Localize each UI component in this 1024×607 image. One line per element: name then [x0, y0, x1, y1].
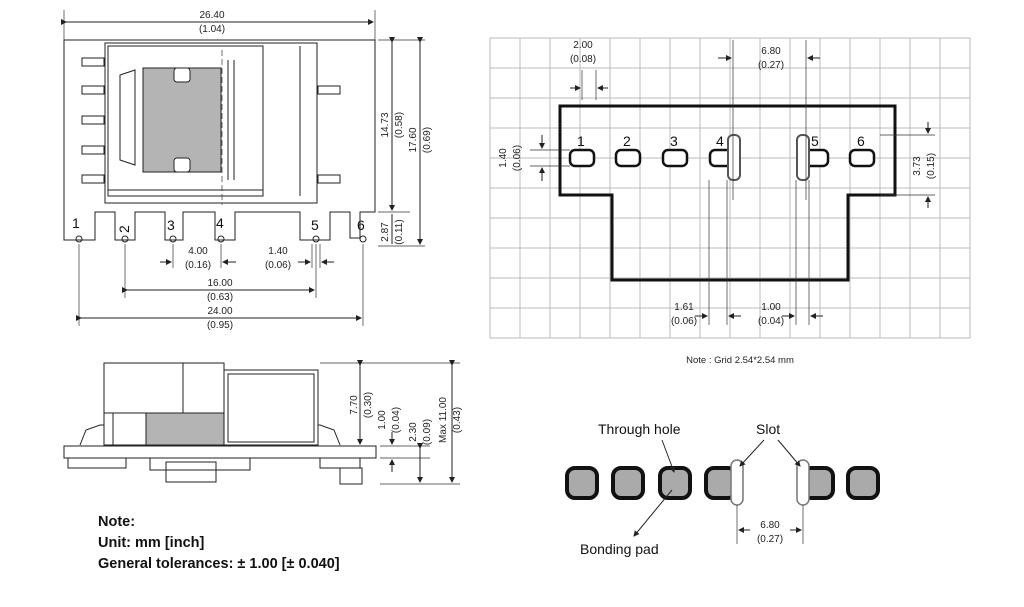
- pin-holes: [75, 235, 367, 243]
- overall-width-inch-label: (1.04): [199, 24, 225, 35]
- pad-label-1: 1: [577, 133, 585, 149]
- slot-distance-inch-label: (0.27): [758, 60, 784, 71]
- detail-slot-distance-label: 6.80: [760, 520, 780, 531]
- side-h2-label: 1.00: [377, 410, 388, 430]
- slot-distance-label: 6.80: [761, 46, 781, 57]
- top-view: 26.40 (1.04): [61, 10, 433, 331]
- left-smd-pins: [81, 57, 105, 184]
- note-unit: Unit: mm [inch]: [98, 535, 205, 551]
- outline-offset-label: 3.73: [912, 156, 923, 176]
- slot-gap-inch-label: (0.04): [758, 316, 784, 327]
- pin-label-3: 3: [167, 217, 175, 233]
- overall-width-label: 26.40: [199, 10, 224, 21]
- slot-label: Slot: [756, 421, 780, 437]
- pin-width-inch-label: (0.06): [265, 260, 291, 271]
- side-h3-label: 2.30: [408, 422, 419, 442]
- pin-label-5: 5: [311, 217, 319, 233]
- pad-height-label: 1.40: [498, 148, 509, 168]
- height-a-label: 14.73: [380, 112, 391, 137]
- pad-label-6: 6: [857, 133, 865, 149]
- pad-pitch-label: 2.00: [573, 40, 593, 51]
- side-h1-inch-label: (0.30): [363, 392, 374, 418]
- pad-pitch-inch-label: (0.08): [570, 54, 596, 65]
- span-16-inch-label: (0.63): [207, 292, 233, 303]
- slot-gap-label: 1.00: [761, 302, 781, 313]
- pin-length-label: 2.87: [380, 222, 391, 242]
- core-notch-top: [173, 67, 191, 83]
- side-h2-inch-label: (0.04): [391, 407, 402, 433]
- pitch-inch-label: (0.16): [185, 260, 211, 271]
- ferrite-core: [142, 67, 222, 173]
- note-title: Note:: [98, 514, 136, 530]
- pin-label-1: 1: [72, 215, 80, 231]
- span-16-label: 16.00: [207, 278, 232, 289]
- slot-width-label: 1.61: [674, 302, 694, 313]
- outline-offset-inch-label: (0.15): [926, 153, 937, 179]
- right-smd-pins: [317, 85, 341, 184]
- side-coil-block: [223, 369, 319, 446]
- side-max-height-inch-label: (0.43): [452, 407, 463, 433]
- height-b-label: 17.60: [408, 127, 419, 152]
- bobbin-outline: [104, 42, 318, 204]
- pin-label-2: 2: [116, 225, 132, 233]
- notes-block: Note: Unit: mm [inch] General tolerances…: [98, 512, 340, 575]
- top-body-outline: [63, 39, 376, 241]
- core-notch-bottom: [173, 157, 191, 173]
- grid-note: Note : Grid 2.54*2.54 mm: [686, 355, 794, 366]
- pin-label-4: 4: [216, 215, 224, 231]
- side-view: 7.70 (0.30) 1.00 (0.04) 2.30 (0.09) Max …: [63, 360, 463, 485]
- pin-length-inch-label: (0.11): [394, 219, 405, 244]
- footprint-grid: [489, 37, 971, 339]
- detail-slot-distance-inch-label: (0.27): [757, 534, 783, 545]
- bonding-pad-label: Bonding pad: [580, 541, 659, 557]
- note-tolerance: General tolerances: ± 1.00 [± 0.040]: [98, 556, 340, 572]
- footprint-view: 1 2 3 4 5 6 2.00 (0.08) 6.80 (0.27) 1.40…: [489, 37, 971, 366]
- detail-pads: [565, 459, 880, 506]
- side-h3-inch-label: (0.09): [422, 419, 433, 445]
- side-base-plate: [63, 445, 377, 459]
- slot-width-inch-label: (0.06): [671, 316, 697, 327]
- height-b-inch-label: (0.69): [422, 127, 433, 153]
- pin-label-6: 6: [357, 217, 365, 233]
- pad-label-2: 2: [623, 133, 631, 149]
- pad-label-3: 3: [670, 133, 678, 149]
- pitch-label: 4.00: [188, 246, 208, 257]
- height-a-inch-label: (0.58): [394, 112, 405, 138]
- side-core: [145, 412, 225, 446]
- side-winding-block: [103, 362, 225, 414]
- span-24-label: 24.00: [207, 306, 232, 317]
- span-24-inch-label: (0.95): [207, 320, 233, 331]
- side-max-height-label: Max 11.00: [438, 397, 449, 443]
- through-hole-label: Through hole: [598, 421, 681, 437]
- pad-detail: Through hole Slot Bonding pad 6.80 (0.27…: [565, 421, 880, 557]
- pad-label-5: 5: [811, 133, 819, 149]
- pin-width-label: 1.40: [268, 246, 288, 257]
- side-h1-label: 7.70: [349, 395, 360, 415]
- pad-label-4: 4: [716, 133, 724, 149]
- pad-height-inch-label: (0.06): [512, 145, 523, 171]
- footprint-outline: [558, 104, 897, 282]
- footprint-pads: [568, 134, 876, 181]
